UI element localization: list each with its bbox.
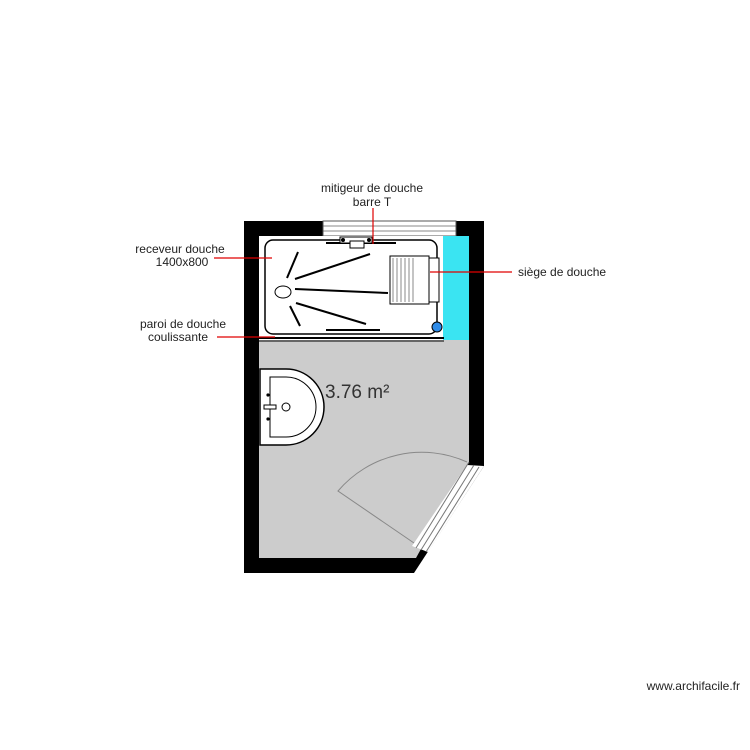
site-credit: www.archifacile.fr — [646, 679, 740, 693]
washbasin — [259, 368, 325, 446]
door-swing-arc — [337, 451, 468, 544]
label-screen-2: coulissante — [148, 330, 208, 344]
window — [322, 220, 457, 237]
label-mixer-2: barre T — [353, 195, 392, 209]
sliding-screen — [259, 333, 444, 342]
label-mixer-1: mitigeur de douche — [321, 181, 423, 195]
shower-drain — [274, 285, 292, 299]
label-tray-2: 1400x800 — [156, 255, 209, 269]
tray-slope-lines — [286, 242, 396, 331]
shower-seat — [389, 255, 440, 305]
label-tray-1: receveur douche — [135, 242, 225, 256]
valve-icon — [431, 321, 443, 333]
shower-niche — [443, 236, 469, 340]
shower-mixer — [339, 236, 373, 249]
label-screen-1: paroi de douche — [140, 317, 226, 331]
label-seat: siège de douche — [518, 265, 606, 279]
leader-lines — [214, 208, 512, 338]
room-area-label: 3.76 m² — [325, 382, 389, 403]
door — [337, 451, 484, 553]
